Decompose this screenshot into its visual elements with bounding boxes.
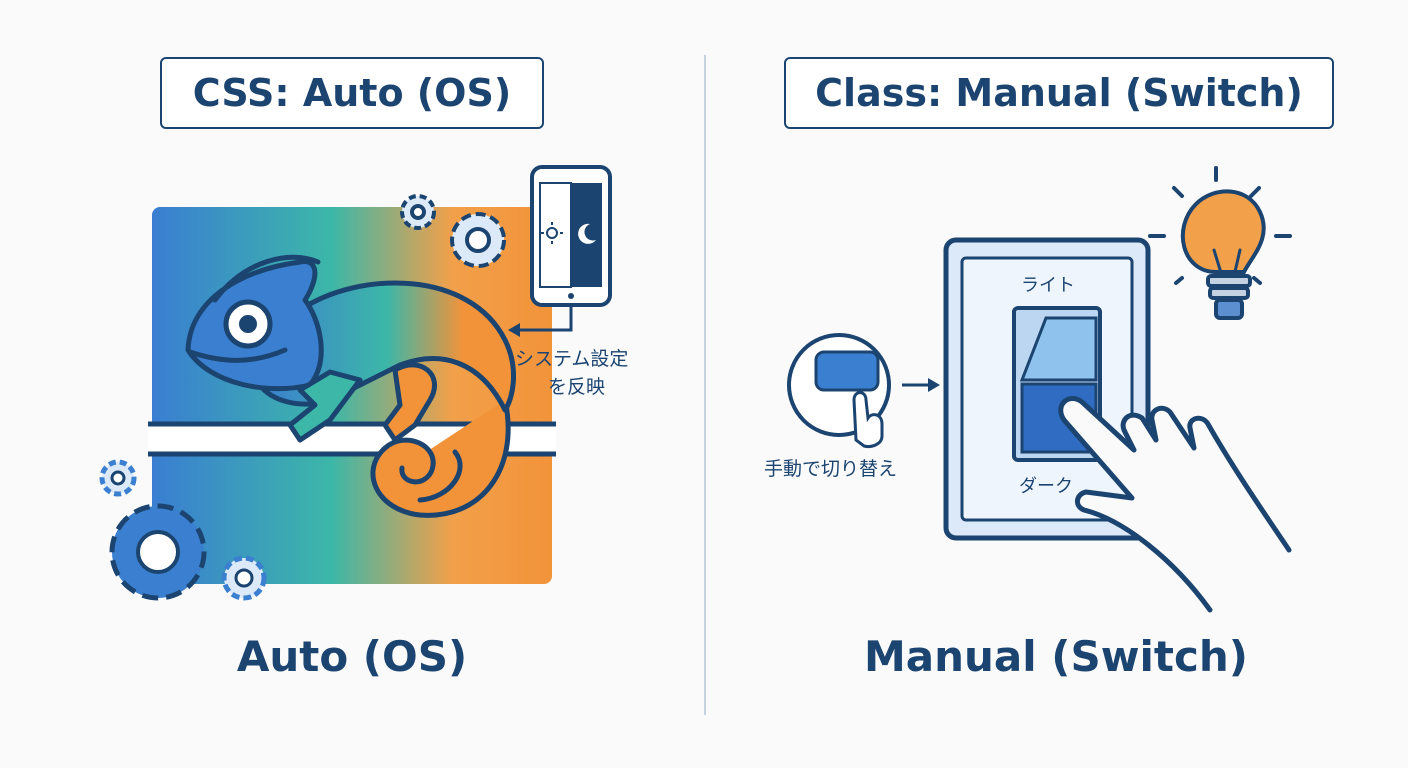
gear-icon-lower xyxy=(99,459,267,601)
note-line-2: を反映 xyxy=(548,376,606,398)
caption-manual: Manual (Switch) xyxy=(863,632,1248,681)
chameleon-icon xyxy=(185,254,516,518)
phone-icon xyxy=(530,165,612,307)
push-button-icon xyxy=(787,333,891,448)
panel-title-manual-text: Class: Manual (Switch) xyxy=(815,71,1303,115)
switch-label-light: ライト xyxy=(1021,275,1075,296)
toggle-note: 手動で切り替え xyxy=(764,458,898,480)
note-line-1: システム設定 xyxy=(515,348,629,370)
panel-title-auto: CSS: Auto (OS) xyxy=(160,57,544,129)
manual-switch-panel: Class: Manual (Switch) xyxy=(704,0,1408,768)
panel-divider xyxy=(704,55,706,715)
gear-icon xyxy=(400,194,506,268)
arrow-icon xyxy=(512,306,573,332)
switch-label-dark: ダーク xyxy=(1019,476,1073,497)
sun-icon xyxy=(541,222,563,244)
lightbulb-icon xyxy=(1148,166,1292,320)
caption-auto: Auto (OS) xyxy=(236,632,468,681)
auto-os-panel: CSS: Auto (OS) xyxy=(99,57,629,681)
panel-title-auto-text: CSS: Auto (OS) xyxy=(192,71,512,115)
auto-illustration xyxy=(99,165,612,601)
manual-illustration xyxy=(787,166,1292,613)
moon-icon xyxy=(578,223,596,244)
gradient-background xyxy=(152,207,552,584)
panel-title-manual: Class: Manual (Switch) xyxy=(784,57,1334,129)
hand-icon xyxy=(1058,396,1292,613)
